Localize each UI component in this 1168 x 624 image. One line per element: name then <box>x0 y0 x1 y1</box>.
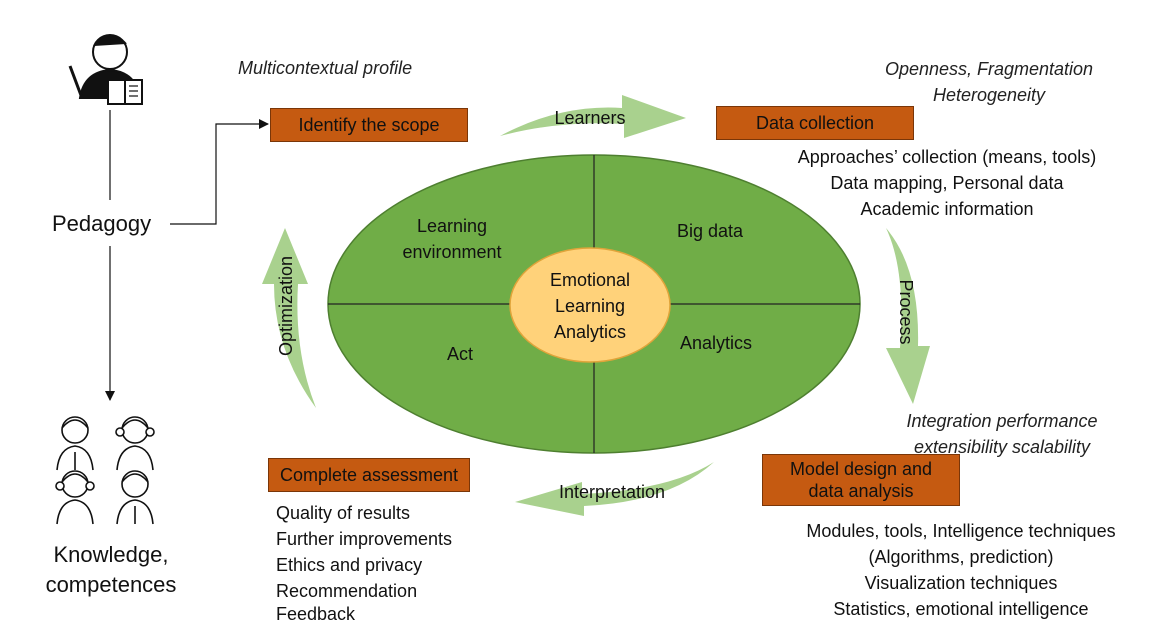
interpretation-arrow <box>515 462 714 516</box>
knowledge-label: Knowledge, competences <box>36 540 186 600</box>
core-ellipse <box>509 247 671 363</box>
learners-label: Learners <box>554 108 625 128</box>
act-label: Act <box>447 344 473 364</box>
optimization-label: Optimization <box>276 256 296 356</box>
list-item: Recommendation <box>276 581 418 601</box>
list-item: Statistics, emotional intelligence <box>833 599 1089 619</box>
interpretation-label: Interpretation <box>559 482 665 502</box>
list-item: Academic information <box>860 199 1034 219</box>
list-item: Modules, tools, Intelligence techniques <box>806 521 1116 541</box>
learning-env-label-2: environment <box>402 242 501 262</box>
data-collection-label: Data collection <box>755 112 875 133</box>
list-item: Visualization techniques <box>864 573 1058 593</box>
knowledge-line-1: Knowledge, <box>53 542 169 567</box>
complete-assessment-label: Complete assessment <box>279 464 459 485</box>
core-label-3: Analytics <box>554 322 626 342</box>
list-item: Approaches’ collection (means, tools) <box>797 147 1097 167</box>
openness-line-1: Openness, Fragmentation <box>884 59 1094 79</box>
model-design-box: Model design and data analysis <box>762 454 960 506</box>
learners-arrow <box>500 95 686 138</box>
integration-line-1: Integration performance <box>906 411 1098 431</box>
teacher-icon <box>68 34 143 105</box>
process-arrow <box>886 228 930 404</box>
students-icon <box>55 416 155 525</box>
core-label-2: Learning <box>555 296 625 316</box>
model-design-line-1: Model design and <box>789 458 933 479</box>
list-item: (Algorithms, prediction) <box>868 547 1054 567</box>
integration-line-2: extensibility scalability <box>913 437 1091 457</box>
core-label-1: Emotional <box>550 270 630 290</box>
list-item: Further improvements <box>276 529 453 549</box>
complete-assessment-box: Complete assessment <box>268 458 470 492</box>
assessment-list: Quality of results Further improvements … <box>276 500 452 624</box>
big-data-label: Big data <box>677 221 744 241</box>
model-design-line-2: data analysis <box>808 481 914 501</box>
identify-scope-box: Identify the scope <box>270 108 468 142</box>
optimization-arrow <box>262 228 316 408</box>
pedagogy-label: Pedagogy <box>52 211 152 236</box>
process-label: Process <box>896 279 916 344</box>
pedagogy-scope-connector <box>170 119 269 225</box>
list-item: Ethics and privacy <box>276 555 423 575</box>
multicontextual-label: Multicontextual profile <box>238 58 413 78</box>
openness-label: Openness, Fragmentation Heterogeneity <box>866 56 1112 108</box>
list-item: Data mapping, Personal data <box>830 173 1064 193</box>
data-collection-list: Approaches’ collection (means, tools) Da… <box>770 144 1124 222</box>
analytics-label: Analytics <box>680 333 752 353</box>
list-item: Quality of results <box>276 503 411 523</box>
identify-scope-label: Identify the scope <box>298 114 440 135</box>
integration-label: Integration performance extensibility sc… <box>886 408 1118 460</box>
knowledge-line-2: competences <box>45 572 177 597</box>
openness-line-2: Heterogeneity <box>932 85 1046 105</box>
model-design-list: Modules, tools, Intelligence techniques … <box>780 518 1142 622</box>
data-collection-box: Data collection <box>716 106 914 140</box>
learning-env-label-1: Learning <box>417 216 487 236</box>
list-item: Feedback <box>276 604 356 624</box>
